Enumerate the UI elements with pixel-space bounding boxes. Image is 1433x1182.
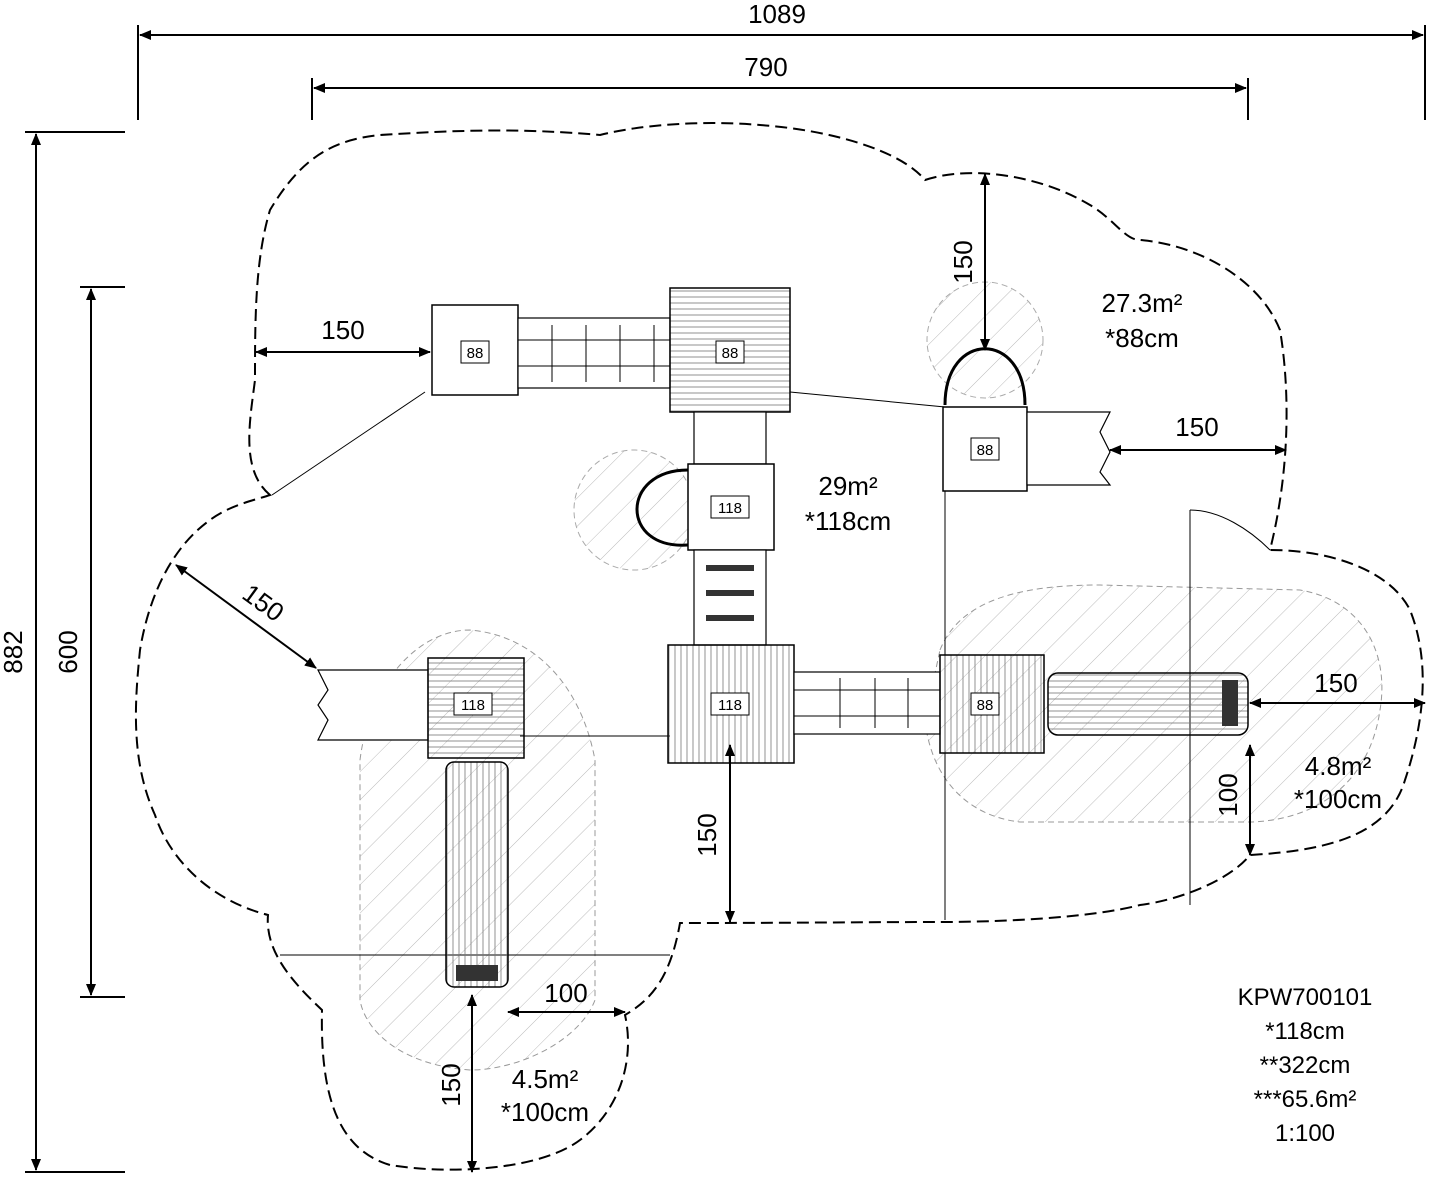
dim-clearance-left-slide-side: 100	[544, 978, 587, 1008]
platform-right-upper	[942, 347, 1112, 492]
dim-clearance-top-right: 150	[948, 240, 978, 283]
dim-clearance-diagonal: 150	[237, 578, 290, 628]
dim-clearance-right-upper: 150	[1175, 412, 1218, 442]
dim-clearance-right-slide-side: 100	[1213, 773, 1243, 816]
dim-inner-width: 790	[744, 52, 787, 82]
info-scale: 1:100	[1275, 1120, 1335, 1147]
tag-platform-left-lower: 118	[461, 697, 485, 714]
zone-upper-right-height: *88cm	[1105, 323, 1179, 353]
safety-zone-outline	[134, 122, 1424, 1171]
dim-inner-depth: 600	[53, 630, 83, 673]
dim-clearance-right-slide: 150	[1314, 668, 1357, 698]
info-total-area: ***65.6m²	[1254, 1086, 1357, 1113]
platform-right-lower	[939, 654, 1249, 754]
dim-clearance-left-slide-exit: 150	[436, 1063, 466, 1106]
tag-platform-right-lower: 88	[977, 697, 994, 714]
dim-overall-width: 1089	[748, 0, 806, 29]
zone-right-slide-area: 4.8m²	[1305, 751, 1372, 781]
climbing-wall-left	[317, 669, 429, 741]
tag-platform-top-left: 88	[467, 345, 484, 362]
tag-platform-top-center: 88	[722, 345, 739, 362]
platform-top-left	[431, 304, 671, 396]
tag-platform-right-upper: 88	[977, 442, 994, 459]
platform-top-center	[669, 287, 791, 413]
zone-upper-right-area: 27.3m²	[1102, 288, 1183, 318]
zone-right-slide-height: *100cm	[1294, 784, 1382, 814]
zone-center-height: *118cm	[805, 506, 891, 536]
zone-center-area: 29m²	[818, 471, 878, 501]
dim-overall-depth: 882	[0, 630, 28, 673]
tag-platform-center-lower: 118	[718, 697, 742, 714]
zone-left-slide-area: 4.5m²	[512, 1064, 579, 1094]
zone-left-slide-height: *100cm	[501, 1097, 589, 1127]
tower-center	[635, 411, 775, 646]
tower-left-lower	[427, 657, 525, 988]
tag-platform-center: 118	[718, 500, 742, 517]
dim-clearance-left: 150	[321, 315, 364, 345]
bridge-lower	[793, 671, 941, 735]
info-height: *118cm	[1265, 1018, 1345, 1045]
dim-clearance-center-bottom: 150	[692, 813, 722, 856]
info-total-height: **322cm	[1260, 1052, 1351, 1079]
info-code: KPW700101	[1238, 984, 1373, 1011]
